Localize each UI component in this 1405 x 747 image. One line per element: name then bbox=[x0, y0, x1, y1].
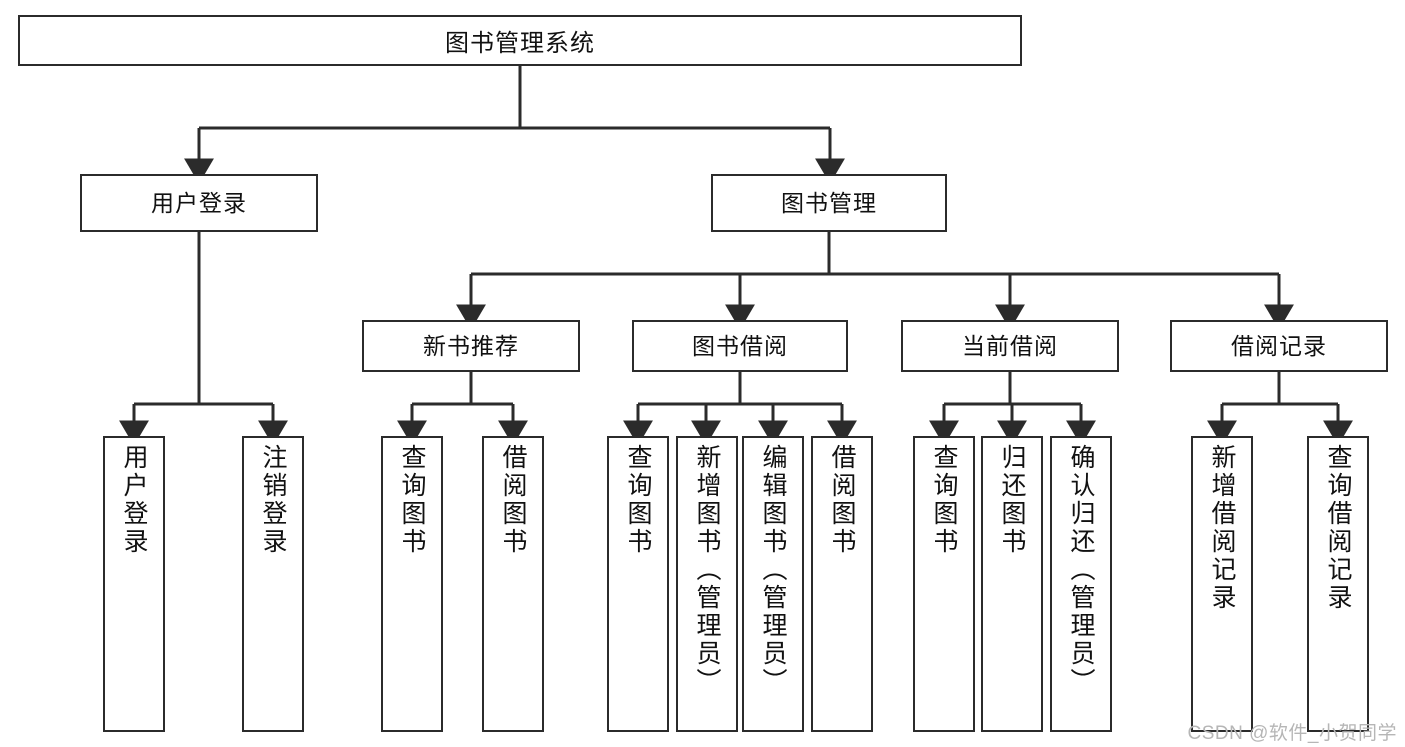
leaf-newbook-borrow-label: 借阅图书 bbox=[499, 444, 527, 556]
node-borrow-record[interactable]: 借阅记录 bbox=[1170, 320, 1388, 372]
leaf-add-book-admin-label: 新增图书（管理员） bbox=[693, 444, 721, 696]
leaf-query-borrow-record[interactable]: 查询借阅记录 bbox=[1307, 436, 1369, 732]
leaf-borrow-book-label: 借阅图书 bbox=[828, 444, 856, 556]
leaf-newbook-borrow[interactable]: 借阅图书 bbox=[482, 436, 544, 732]
node-book-management-label: 图书管理 bbox=[781, 189, 877, 216]
leaf-borrow-query-book[interactable]: 查询图书 bbox=[607, 436, 669, 732]
leaf-return-book[interactable]: 归还图书 bbox=[981, 436, 1043, 732]
leaf-return-book-label: 归还图书 bbox=[998, 444, 1026, 556]
leaf-add-book-admin[interactable]: 新增图书（管理员） bbox=[676, 436, 738, 732]
leaf-newbook-query-label: 查询图书 bbox=[398, 444, 426, 556]
leaf-user-logout[interactable]: 注销登录 bbox=[242, 436, 304, 732]
node-book-borrow-label: 图书借阅 bbox=[692, 332, 788, 359]
node-user-login-label: 用户登录 bbox=[151, 189, 247, 216]
leaf-user-login-label: 用户登录 bbox=[120, 444, 148, 556]
node-current-borrow-label: 当前借阅 bbox=[962, 332, 1058, 359]
leaf-current-query-book[interactable]: 查询图书 bbox=[913, 436, 975, 732]
leaf-add-borrow-record[interactable]: 新增借阅记录 bbox=[1191, 436, 1253, 732]
leaf-borrow-query-book-label: 查询图书 bbox=[624, 444, 652, 556]
leaf-current-query-book-label: 查询图书 bbox=[930, 444, 958, 556]
leaf-confirm-return-admin[interactable]: 确认归还（管理员） bbox=[1050, 436, 1112, 732]
node-book-borrow[interactable]: 图书借阅 bbox=[632, 320, 848, 372]
leaf-confirm-return-admin-label: 确认归还（管理员） bbox=[1067, 444, 1095, 696]
node-current-borrow[interactable]: 当前借阅 bbox=[901, 320, 1119, 372]
leaf-add-borrow-record-label: 新增借阅记录 bbox=[1208, 444, 1236, 612]
leaf-borrow-book[interactable]: 借阅图书 bbox=[811, 436, 873, 732]
node-borrow-record-label: 借阅记录 bbox=[1231, 332, 1327, 359]
leaf-edit-book-admin[interactable]: 编辑图书（管理员） bbox=[742, 436, 804, 732]
node-root-label: 图书管理系统 bbox=[445, 30, 595, 57]
node-user-login[interactable]: 用户登录 bbox=[80, 174, 318, 232]
node-book-management[interactable]: 图书管理 bbox=[711, 174, 947, 232]
node-new-book-recommend-label: 新书推荐 bbox=[423, 332, 519, 359]
leaf-newbook-query[interactable]: 查询图书 bbox=[381, 436, 443, 732]
leaf-query-borrow-record-label: 查询借阅记录 bbox=[1324, 444, 1352, 612]
leaf-user-logout-label: 注销登录 bbox=[259, 444, 287, 556]
node-root[interactable]: 图书管理系统 bbox=[18, 15, 1022, 66]
node-new-book-recommend[interactable]: 新书推荐 bbox=[362, 320, 580, 372]
leaf-user-login[interactable]: 用户登录 bbox=[103, 436, 165, 732]
watermark: CSDN @软件_小贺同学 bbox=[1187, 723, 1397, 744]
leaf-edit-book-admin-label: 编辑图书（管理员） bbox=[759, 444, 787, 696]
